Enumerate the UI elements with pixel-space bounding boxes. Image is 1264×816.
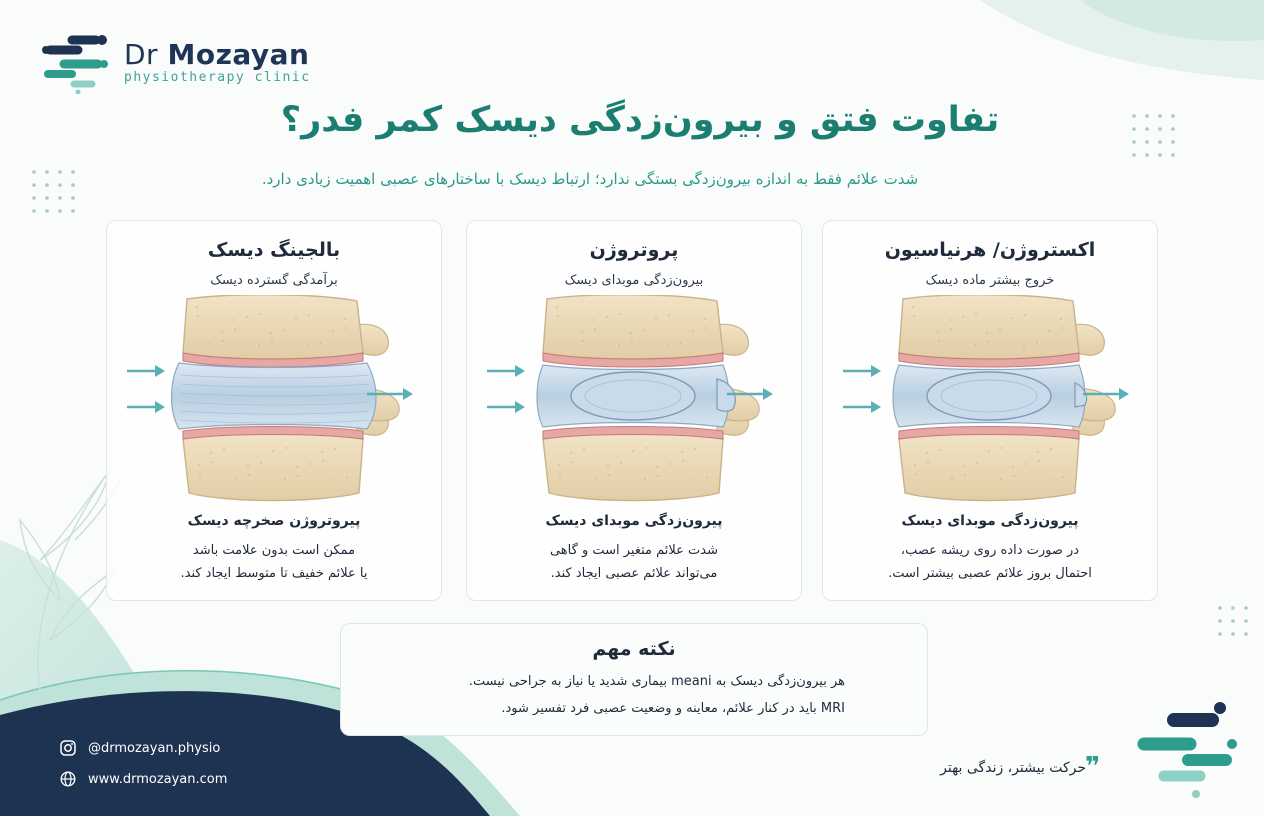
brand-name: Dr Mozayan bbox=[124, 38, 310, 71]
card-subtitle: بیرون‌زدگی موبدای دیسک bbox=[564, 273, 704, 288]
card-title: بالجینگ دیسک bbox=[207, 239, 341, 261]
dot-grid-top-right bbox=[1132, 114, 1175, 157]
card-label: پیرون‌زدگی موبدای دیسک bbox=[545, 513, 723, 529]
tagline: حرکت بیشتر، زندگی بهتر bbox=[940, 760, 1086, 776]
contact-website[interactable]: www.drmozayan.com bbox=[60, 771, 227, 787]
dot-grid-left bbox=[32, 170, 75, 213]
spine-illustration-icon bbox=[127, 295, 413, 502]
note-title: نکته مهم bbox=[592, 638, 676, 660]
contact-instagram[interactable]: @drmozayan.physio bbox=[60, 740, 220, 756]
globe-icon bbox=[60, 771, 76, 787]
card-description-line2: می‌تواند علائم عصبی ایجاد کند. bbox=[550, 566, 718, 581]
page-subtitle: شدت علائم فقط به اندازه بیرون‌زدگی بستگی… bbox=[261, 170, 919, 188]
important-note: نکته مهم هر بیرون‌زدگی دیسک به meani بیم… bbox=[340, 623, 928, 736]
card-description-line1: شدت علائم متغیر است و گاهی bbox=[549, 543, 719, 558]
note-line1: هر بیرون‌زدگی دیسک به meani بیماری شدید … bbox=[468, 674, 845, 689]
card-description-line1: در صورت داده روی ریشه عصب، bbox=[900, 543, 1080, 558]
spine-illustration-icon bbox=[487, 295, 773, 502]
card-title: اکستروژن/ هرنیاسیون bbox=[884, 239, 1096, 261]
card-protrusion: پروتروژن بیرون‌زدگی موبدای دیسک پیرون‌زد… bbox=[466, 220, 802, 601]
card-extrusion: اکستروژن/ هرنیاسیون خروج بیشتر ماده دیسک… bbox=[822, 220, 1158, 601]
brand-subtitle: physiotherapy clinic bbox=[124, 70, 311, 85]
card-description-line2: یا علائم خفیف تا متوسط ایجاد کند. bbox=[180, 566, 368, 581]
page-title: تفاوت فتق و بیرون‌زدگی دیسک کمر فدر؟ bbox=[280, 100, 1000, 140]
card-bulging: بالجینگ دیسک برآمدگی گسترده دیسک پیروترو… bbox=[106, 220, 442, 601]
card-description-line1: ممکن است بدون علامت باشد bbox=[192, 543, 356, 558]
card-subtitle: خروج بیشتر ماده دیسک bbox=[925, 273, 1055, 288]
dot-grid-bottom-right bbox=[1218, 606, 1248, 636]
card-label: پیروتروژن صخرچه دیسک bbox=[187, 513, 361, 529]
instagram-handle: @drmozayan.physio bbox=[88, 740, 221, 756]
logo-mark-icon bbox=[1137, 702, 1237, 798]
card-subtitle: برآمدگی گسترده دیسک bbox=[210, 273, 338, 288]
note-line2: MRI باید در کنار علائم، معاینه و وضعیت ع… bbox=[501, 701, 845, 716]
card-description-line2: احتمال بروز علائم عصبی بیشتر است. bbox=[888, 566, 1092, 581]
instagram-icon bbox=[60, 740, 76, 756]
spine-illustration-icon bbox=[843, 295, 1129, 502]
card-title: پروتروژن bbox=[589, 239, 679, 261]
website-url: www.drmozayan.com bbox=[88, 771, 228, 787]
card-label: پیرون‌زدگی موبدای دیسک bbox=[901, 513, 1079, 529]
quote-mark: ❞ bbox=[1085, 752, 1101, 782]
logo-mark-icon bbox=[42, 35, 108, 94]
